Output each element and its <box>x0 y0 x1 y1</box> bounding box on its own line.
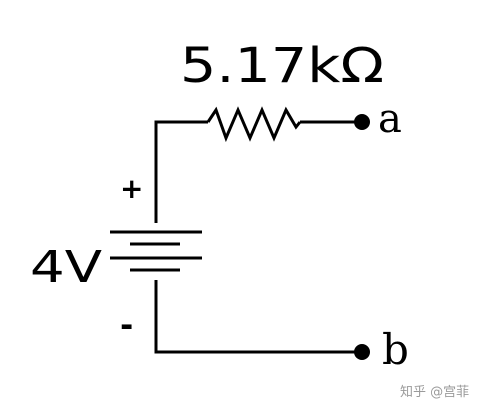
node-b-terminal <box>354 344 370 360</box>
wire-top-left <box>154 120 208 223</box>
node-a-label: a <box>378 96 402 142</box>
wire-bottom <box>154 280 358 354</box>
source-voltage-label: 4V <box>30 242 102 293</box>
watermark-text: 知乎 @宫菲 <box>400 384 469 400</box>
node-a-terminal <box>354 114 370 130</box>
positive-terminal-sign: + <box>120 172 143 205</box>
negative-terminal-sign: - <box>120 306 133 344</box>
node-b-label: b <box>382 325 409 374</box>
battery <box>110 230 202 272</box>
resistor <box>206 106 302 143</box>
resistor-label: 5.17kΩ <box>180 38 384 94</box>
